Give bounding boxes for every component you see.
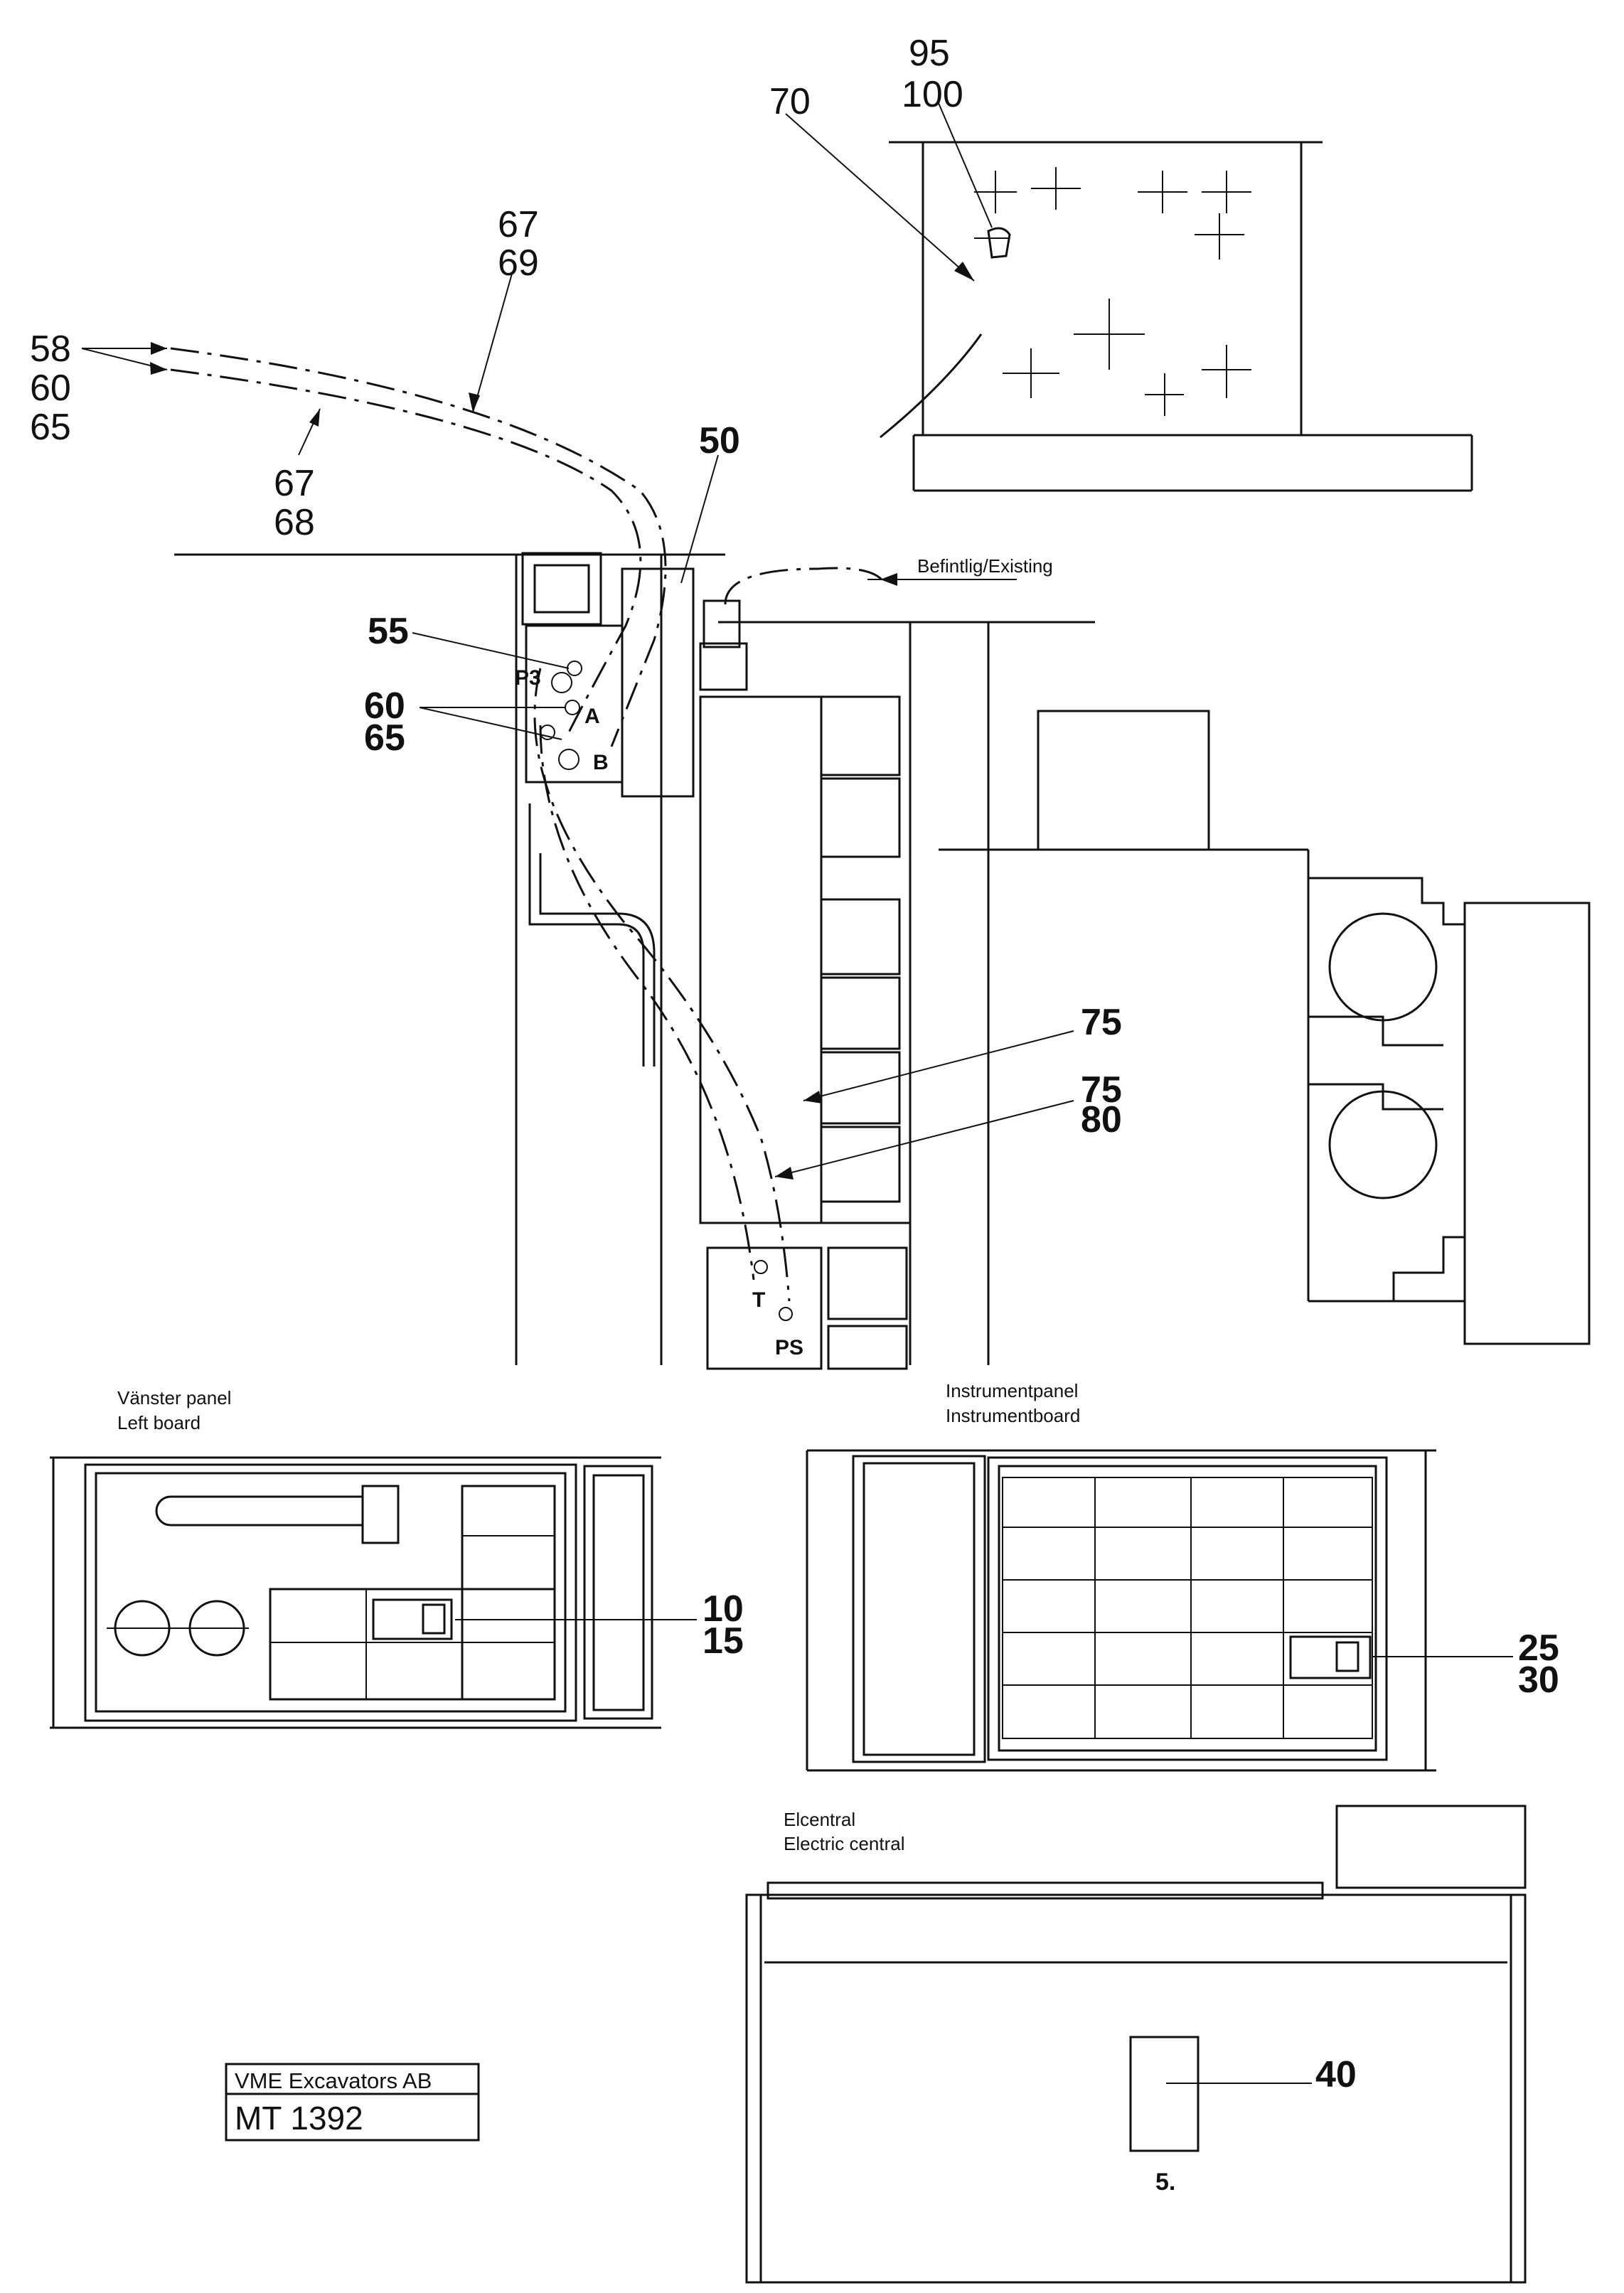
callout-25: 25: [1518, 1627, 1559, 1669]
callout-60-top: 60: [30, 368, 71, 409]
callout-80: 80: [1081, 1099, 1122, 1140]
existing-note: Befintlig/Existing: [917, 555, 1053, 577]
port-t: T: [752, 1288, 765, 1312]
callout-5: 5.: [1155, 2169, 1175, 2196]
callout-labels: 95 100 70 67 69 58 60 65 67 68 50 55 60 …: [30, 33, 1559, 2196]
electric-central: [745, 1805, 1527, 2284]
callout-95: 95: [909, 33, 950, 74]
callout-75-a: 75: [1081, 1002, 1122, 1043]
callout-65-top: 65: [30, 407, 71, 448]
callout-68: 68: [274, 502, 315, 543]
title-company: VME Excavators AB: [235, 2068, 432, 2093]
callout-50: 50: [699, 420, 740, 461]
callout-leaders: [81, 102, 1074, 1180]
callout-15: 15: [703, 1620, 744, 1662]
port-labels: P3 A B T PS: [515, 666, 803, 1359]
callout-70: 70: [769, 81, 811, 122]
callout-67-bottom: 67: [274, 463, 315, 504]
electric-caption-en: Electric central: [784, 1833, 905, 1854]
port-p3: P3: [515, 666, 541, 690]
callout-75-b: 75: [1081, 1069, 1122, 1111]
panel-captions: Vänster panel Left board Instrumentpanel…: [117, 1380, 1080, 1854]
port-a: A: [584, 705, 600, 728]
instrument-caption-en: Instrumentboard: [946, 1405, 1080, 1426]
valve-ports: [540, 661, 793, 1321]
port-ps: PS: [775, 1336, 803, 1359]
hoses: [170, 347, 883, 1302]
electric-caption-sv: Elcentral: [784, 1809, 855, 1830]
top-mounting-plate: [880, 141, 1473, 492]
callout-30: 30: [1518, 1659, 1559, 1701]
title-block: [225, 2063, 480, 2142]
callout-100: 100: [902, 74, 963, 115]
left-board-caption-en: Left board: [117, 1412, 201, 1433]
callout-40: 40: [1315, 2054, 1357, 2095]
left-board-caption-sv: Vänster panel: [117, 1387, 231, 1409]
callout-69: 69: [498, 242, 539, 284]
title-drawing-number: MT 1392: [235, 2100, 363, 2137]
valve-assembly: [174, 552, 1591, 1370]
callout-60-mid: 60: [364, 685, 405, 727]
callout-67-top: 67: [498, 204, 539, 245]
callout-55: 55: [368, 611, 409, 652]
callout-65-mid: 65: [364, 717, 405, 759]
port-b: B: [593, 751, 609, 774]
instrument-board: [806, 1449, 1513, 1772]
instrument-caption-sv: Instrumentpanel: [946, 1380, 1078, 1401]
callout-10: 10: [703, 1588, 744, 1630]
callout-58: 58: [30, 328, 71, 370]
left-board: [50, 1456, 697, 1729]
